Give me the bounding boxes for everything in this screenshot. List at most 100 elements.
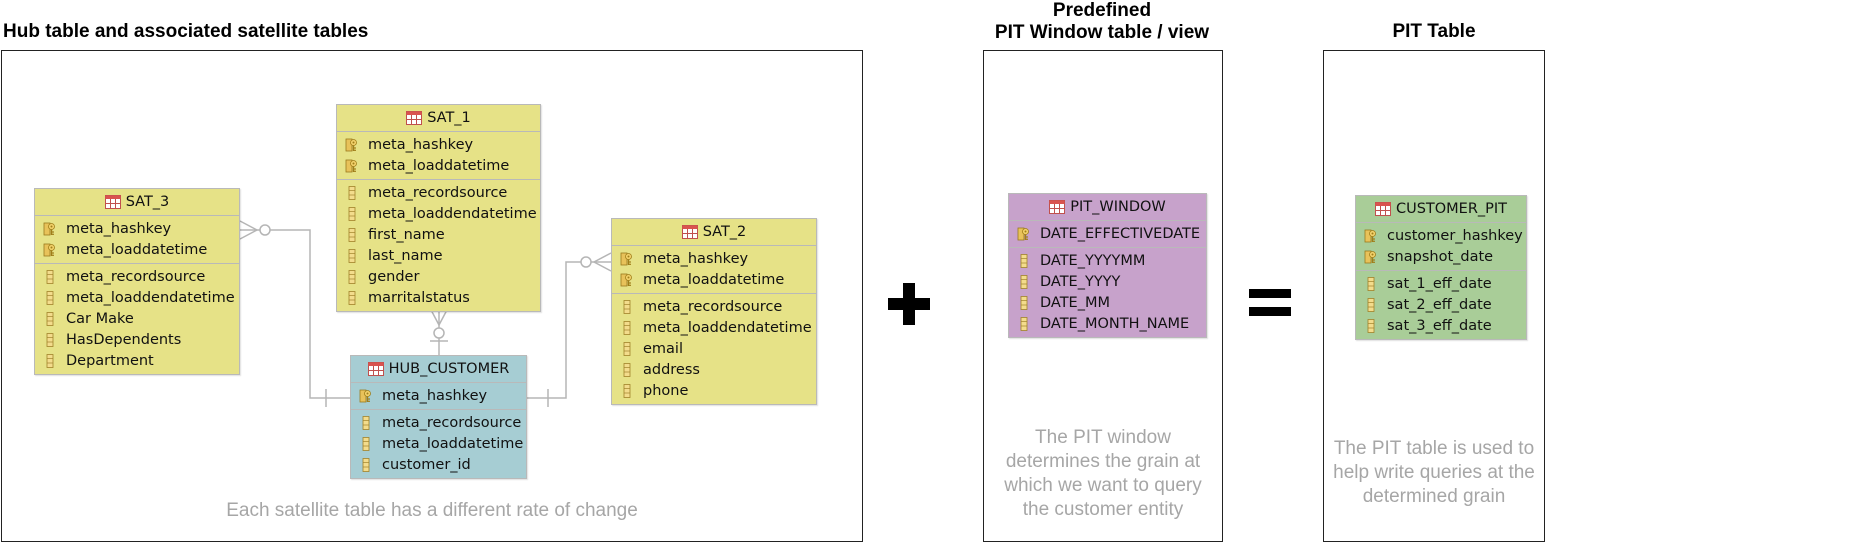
column-name: address [643, 361, 700, 378]
table-row[interactable]: meta_hashkey [351, 385, 526, 406]
hub-section-caption: Each satellite table has a different rat… [226, 500, 638, 521]
column-icon [1364, 297, 1378, 312]
key-columns-section: meta_hashkey [351, 383, 526, 410]
table-row[interactable]: meta_loaddatetime [351, 433, 526, 454]
table-row[interactable]: last_name [337, 245, 540, 266]
table-row[interactable]: customer_id [351, 454, 526, 475]
key-columns-section: customer_hashkey snapshot_date [1356, 223, 1526, 271]
table-row[interactable]: DATE_YYYY [1009, 271, 1206, 292]
column-name: meta_loaddatetime [382, 435, 524, 452]
key-icon [1364, 229, 1378, 243]
column-name: meta_loaddatetime [643, 271, 785, 288]
table-row[interactable]: meta_hashkey [35, 218, 239, 239]
hub-customer-table[interactable]: HUB_CUSTOMER meta_hashkey meta_recordsourc… [350, 355, 527, 479]
table-row[interactable]: first_name [337, 224, 540, 245]
column-icon [345, 290, 359, 305]
column-name: meta_hashkey [382, 387, 488, 404]
column-name: DATE_MONTH_NAME [1040, 315, 1190, 332]
table-row[interactable]: sat_1_eff_date [1356, 273, 1526, 294]
table-row[interactable]: DATE_YYYYMM [1009, 250, 1206, 271]
table-row[interactable]: meta_recordsource [35, 266, 239, 287]
table-row[interactable]: meta_recordsource [351, 412, 526, 433]
table-row[interactable]: marritalstatus [337, 287, 540, 308]
table-row[interactable]: address [612, 359, 816, 380]
table-header: SAT_1 [337, 105, 540, 132]
pit-table-section-title: PIT Table [1392, 21, 1476, 42]
column-name: phone [643, 382, 689, 399]
column-name: customer_id [382, 456, 471, 473]
table-name: SAT_2 [702, 224, 747, 240]
equals-operator: = [1249, 289, 1291, 316]
column-icon [345, 269, 359, 284]
table-row[interactable]: Car Make [35, 308, 239, 329]
column-name: meta_loaddendatetime [643, 319, 812, 336]
column-name: last_name [368, 247, 443, 264]
column-name: snapshot_date [1387, 248, 1494, 265]
optional-circle-sat2 [580, 256, 592, 268]
column-name: customer_hashkey [1387, 227, 1523, 244]
column-icon [620, 383, 634, 398]
table-icon [104, 195, 121, 209]
table-row[interactable]: meta_loaddatetime [337, 155, 540, 176]
table-header: HUB_CUSTOMER [351, 356, 526, 383]
pit-window-title-line2: PIT Window table / view [994, 22, 1210, 43]
table-row[interactable]: meta_loaddatetime [35, 239, 239, 260]
column-name: meta_recordsource [382, 414, 522, 431]
table-row[interactable]: snapshot_date [1356, 246, 1526, 267]
optional-circle-sat1 [433, 327, 445, 339]
table-row[interactable]: phone [612, 380, 816, 401]
table-row[interactable]: HasDependents [35, 329, 239, 350]
key-columns-section: meta_hashkey meta_loaddatetime [612, 246, 816, 294]
table-row[interactable]: meta_hashkey [337, 134, 540, 155]
table-row[interactable]: meta_loaddendatetime [337, 203, 540, 224]
table-row[interactable]: sat_3_eff_date [1356, 315, 1526, 336]
table-row[interactable]: DATE_MM [1009, 292, 1206, 313]
column-name: meta_loaddendatetime [66, 289, 235, 306]
column-name: marritalstatus [368, 289, 470, 306]
table-row[interactable]: customer_hashkey [1356, 225, 1526, 246]
column-name: sat_1_eff_date [1387, 275, 1492, 292]
key-icon [1364, 250, 1378, 264]
table-row[interactable]: meta_loaddendatetime [612, 317, 816, 338]
table-header: SAT_2 [612, 219, 816, 246]
column-name: gender [368, 268, 420, 285]
column-name: DATE_EFFECTIVEDATE [1040, 225, 1201, 242]
table-row[interactable]: Department [35, 350, 239, 371]
key-icon [620, 252, 634, 266]
table-row[interactable]: meta_recordsource [337, 182, 540, 203]
table-row[interactable]: meta_loaddatetime [612, 269, 816, 290]
table-row[interactable]: sat_2_eff_date [1356, 294, 1526, 315]
table-row[interactable]: gender [337, 266, 540, 287]
column-icon [1017, 295, 1031, 310]
column-name: meta_hashkey [66, 220, 172, 237]
sat-2-table[interactable]: SAT_2 meta_hashkey meta_loaddatetime meta_r… [611, 218, 817, 405]
column-icon [43, 332, 57, 347]
column-name: Car Make [66, 310, 134, 327]
table-row[interactable]: DATE_MONTH_NAME [1009, 313, 1206, 334]
table-row[interactable]: meta_recordsource [612, 296, 816, 317]
table-row[interactable]: meta_hashkey [612, 248, 816, 269]
column-icon [620, 299, 634, 314]
column-icon [345, 227, 359, 242]
column-icon [359, 436, 373, 451]
key-icon [620, 273, 634, 287]
column-icon [1017, 316, 1031, 331]
pit-table-caption: The PIT table is used to help write quer… [1333, 438, 1535, 507]
column-icon [43, 290, 57, 305]
column-name: meta_recordsource [66, 268, 206, 285]
table-row[interactable]: email [612, 338, 816, 359]
table-row[interactable]: meta_loaddendatetime [35, 287, 239, 308]
column-name: meta_recordsource [643, 298, 783, 315]
table-row[interactable]: DATE_EFFECTIVEDATE [1009, 223, 1206, 244]
table-icon [367, 362, 384, 376]
column-icon [1364, 318, 1378, 333]
table-icon [1049, 200, 1066, 214]
